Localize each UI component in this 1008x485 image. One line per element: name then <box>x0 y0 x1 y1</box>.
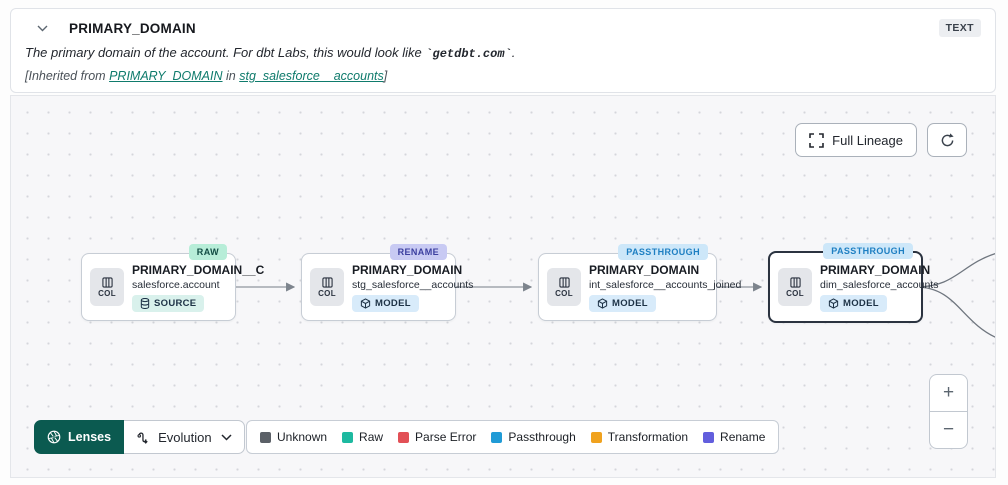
column-type-badge: TEXT <box>938 19 981 37</box>
zoom-controls: + − <box>929 374 968 449</box>
zoom-out-button[interactable]: − <box>929 411 968 449</box>
lenses-control: Lenses Evolution <box>34 420 245 454</box>
legend-item: Unknown <box>260 430 327 444</box>
collapse-chevron-icon[interactable] <box>33 19 51 37</box>
legend-swatch <box>398 431 410 443</box>
evolution-legend: Unknown Raw Parse Error Passthrough Tran… <box>246 420 780 454</box>
resource-type-pill: MODEL <box>820 294 887 312</box>
evolution-badge: RAW <box>188 244 227 260</box>
legend-item: Rename <box>703 430 765 444</box>
lineage-canvas[interactable]: Full Lineage RAW COL PRIMARY_DOMAIN__C s… <box>10 95 996 478</box>
lens-select-dropdown[interactable]: Evolution <box>124 420 245 454</box>
column-chip: COL <box>310 268 344 306</box>
legend-item: Raw <box>342 430 383 444</box>
chevron-down-icon <box>221 433 232 441</box>
columns-icon <box>101 276 113 288</box>
column-title: PRIMARY_DOMAIN <box>69 20 196 36</box>
inline-code: `getdbt.com` <box>425 47 512 61</box>
node-model-name: stg_salesforce__accounts <box>352 278 474 291</box>
lineage-node-source[interactable]: RAW COL PRIMARY_DOMAIN__C salesforce.acc… <box>81 244 264 321</box>
expand-icon <box>809 132 824 148</box>
node-model-name: dim_salesforce_accounts <box>820 278 939 291</box>
lineage-node-staging[interactable]: RENAME COL PRIMARY_DOMAIN stg_salesforce… <box>301 244 473 321</box>
model-cube-icon <box>597 297 608 309</box>
lineage-node-dim-selected[interactable]: PASSTHROUGH COL PRIMARY_DOMAIN dim_sales… <box>768 243 938 323</box>
node-model-name: salesforce.account <box>132 278 220 291</box>
database-icon <box>140 297 150 309</box>
legend-swatch <box>260 431 271 443</box>
legend-swatch <box>703 431 715 443</box>
column-chip: COL <box>547 268 581 306</box>
columns-icon <box>321 276 333 288</box>
node-column-name: PRIMARY_DOMAIN__C <box>132 262 265 277</box>
resource-type-pill: MODEL <box>352 294 419 312</box>
columns-icon <box>558 276 570 288</box>
resource-type-pill: MODEL <box>589 294 656 312</box>
evolution-badge: PASSTHROUGH <box>823 243 913 259</box>
legend-swatch <box>590 431 602 443</box>
lens-aperture-icon <box>47 430 61 444</box>
node-model-name: int_salesforce__accounts_joined <box>589 278 742 291</box>
model-cube-icon <box>360 297 371 309</box>
lenses-button[interactable]: Lenses <box>34 420 125 454</box>
model-cube-icon <box>828 297 839 309</box>
refresh-icon <box>939 132 956 149</box>
resource-type-pill: SOURCE <box>132 294 205 312</box>
legend-item: Parse Error <box>398 430 476 444</box>
column-description: The primary domain of the account. For d… <box>25 45 516 61</box>
column-chip: COL <box>90 268 124 306</box>
legend-swatch <box>491 431 503 443</box>
legend-swatch <box>342 431 354 443</box>
inherited-from-line: [Inherited from PRIMARY_DOMAIN in stg_sa… <box>25 69 388 83</box>
legend-item: Passthrough <box>491 430 576 444</box>
columns-icon <box>789 276 801 288</box>
lineage-node-intermediate[interactable]: PASSTHROUGH COL PRIMARY_DOMAIN int_sales… <box>538 244 741 321</box>
zoom-in-button[interactable]: + <box>929 374 968 412</box>
inherited-model-link[interactable]: stg_salesforce__accounts <box>239 69 384 83</box>
column-chip: COL <box>778 268 812 306</box>
column-details-panel: PRIMARY_DOMAIN TEXT The primary domain o… <box>10 8 996 93</box>
evolution-badge: PASSTHROUGH <box>618 244 708 260</box>
inherited-column-link[interactable]: PRIMARY_DOMAIN <box>109 69 223 83</box>
node-column-name: PRIMARY_DOMAIN <box>352 262 463 277</box>
refresh-button[interactable] <box>927 123 967 157</box>
legend-item: Transformation <box>590 430 688 444</box>
evolution-route-icon <box>137 431 148 444</box>
evolution-badge: RENAME <box>389 244 447 260</box>
node-column-name: PRIMARY_DOMAIN <box>820 262 931 277</box>
node-column-name: PRIMARY_DOMAIN <box>589 262 700 277</box>
full-lineage-button[interactable]: Full Lineage <box>795 123 917 157</box>
